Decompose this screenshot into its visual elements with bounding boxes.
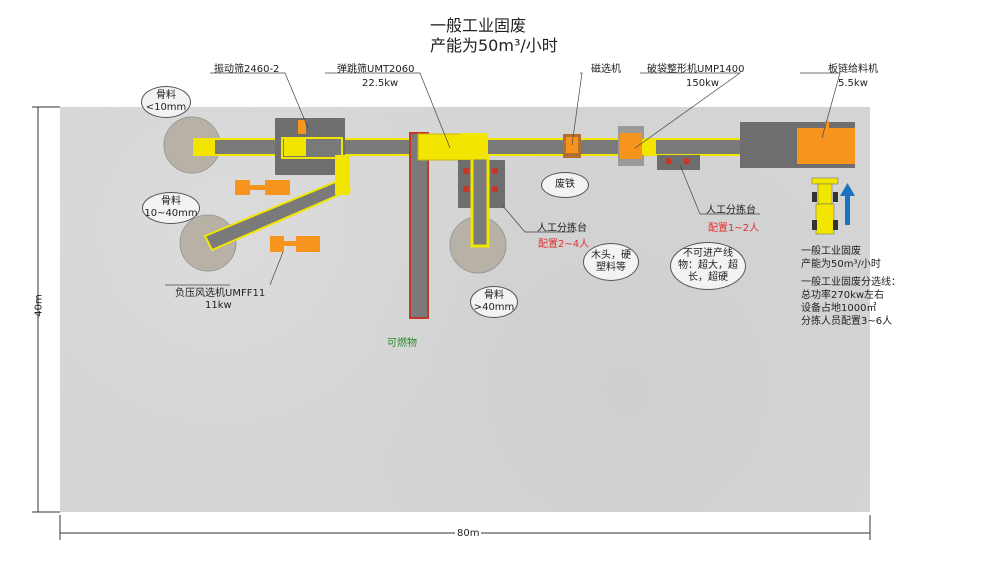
bag-breaker-power: 150kw — [686, 78, 720, 89]
air-separator-units — [235, 180, 320, 252]
bubble-agg-small: 骨料<10mm — [141, 86, 191, 118]
title-line-1: 一般工业固废 — [430, 16, 527, 35]
bubble-wood-plastic: 木头，硬塑料等 — [583, 243, 639, 281]
sorting-station-2-staff: 配置1~2人 — [708, 223, 760, 234]
air-separator-label: 负压风选机UMFF11 — [175, 288, 266, 299]
bag-breaker — [620, 133, 642, 159]
vertical-conveyor — [470, 156, 490, 248]
bounce-screen-label: 弹跳筛UMT2060 — [337, 64, 415, 75]
title-line-2: 产能为50m³/小时 — [430, 36, 558, 55]
dimension-height: 40m — [33, 294, 45, 317]
plate-feeder-label: 板链给料机 — [828, 64, 878, 75]
sorting-station-1-label: 人工分拣台 — [537, 223, 587, 234]
air-separator-power: 11kw — [205, 300, 232, 311]
bubble-reject: 不可进产线物：超大，超长，超硬 — [670, 242, 746, 290]
bubble-scrap-iron: 废铁 — [541, 172, 589, 198]
note-line: 分拣人员配置3~6人 — [801, 316, 893, 327]
loader — [811, 177, 839, 235]
plate-feeder-power: 5.5kw — [838, 78, 868, 89]
feed-direction-arrow — [840, 183, 855, 225]
summary-notes: 一般工业固废 产能为50m³/小时 一般工业固废分选线： 总功率270kw左右 … — [801, 245, 901, 328]
sorting-platform-2 — [657, 155, 700, 170]
diagram-title: 一般工业固废 产能为50m³/小时 — [430, 16, 558, 56]
note-line: 总功率270kw左右 — [801, 290, 885, 301]
note-line: 设备占地1000㎡ — [801, 303, 877, 314]
note-line: 一般工业固废 — [801, 246, 861, 257]
dimension-lines — [32, 106, 871, 540]
combustible-label: 可燃物 — [387, 338, 417, 349]
note-line: 产能为50m³/小时 — [801, 259, 881, 270]
note-line: 一般工业固废分选线： — [801, 277, 901, 288]
bag-breaker-label: 破袋整形机UMP1400 — [647, 64, 745, 75]
vibrating-screen-label: 振动筛2460-2 — [214, 64, 280, 75]
sorting-station-1-staff: 配置2~4人 — [538, 239, 590, 250]
bounce-screen-power: 22.5kw — [362, 78, 399, 89]
combustible-conveyor — [409, 132, 429, 319]
magnetic-separator-label: 磁选机 — [591, 64, 621, 75]
bubble-agg-large: 骨料>40mm — [470, 286, 518, 318]
dimension-width: 80m — [455, 528, 482, 539]
sorting-station-2-label: 人工分拣台 — [706, 205, 756, 216]
leader-lines — [165, 72, 841, 286]
